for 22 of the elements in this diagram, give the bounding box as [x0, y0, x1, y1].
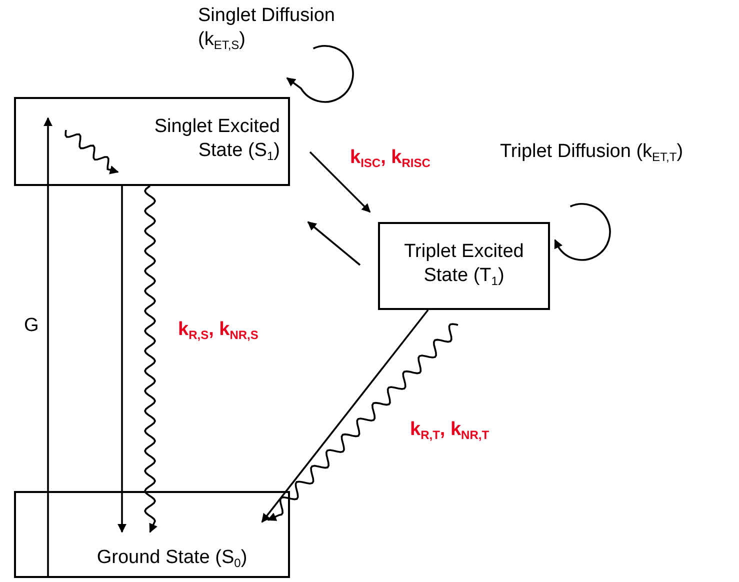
arrow	[44, 117, 52, 578]
state-box	[14, 97, 290, 186]
wavy-arrow	[144, 185, 158, 533]
state-box	[378, 222, 550, 310]
arrow	[309, 151, 371, 213]
process-label: Singlet Diffusion (k$_{ET,S}$)	[198, 4, 336, 52]
state-label: Triplet Excited State (T$_{1}$)	[403, 240, 525, 288]
rate-constant-label: k$_{R,S}$, k$_{NR,S}$	[178, 318, 258, 342]
process-label: Triplet Diffusion (k$_{ET,T}$)	[500, 140, 684, 164]
rate-constant-label: k$_{R,T}$, k$_{NR,T}$	[410, 418, 490, 442]
rate-constant-label: k$_{ISC}$, k$_{RISC}$	[350, 146, 430, 170]
loop-arrow	[286, 45, 354, 103]
generation-label: G	[24, 314, 39, 338]
wavy-arrow	[64, 130, 119, 174]
wavy-arrow	[267, 323, 458, 521]
state-label: Singlet Excited State (S$_{1}$)	[153, 115, 280, 163]
arrow	[261, 309, 429, 523]
loop-arrow	[554, 203, 611, 261]
arrow	[118, 186, 126, 533]
arrow	[307, 221, 361, 266]
state-box	[14, 491, 290, 578]
state-label: Ground State (S$_{0}$)	[96, 546, 248, 570]
